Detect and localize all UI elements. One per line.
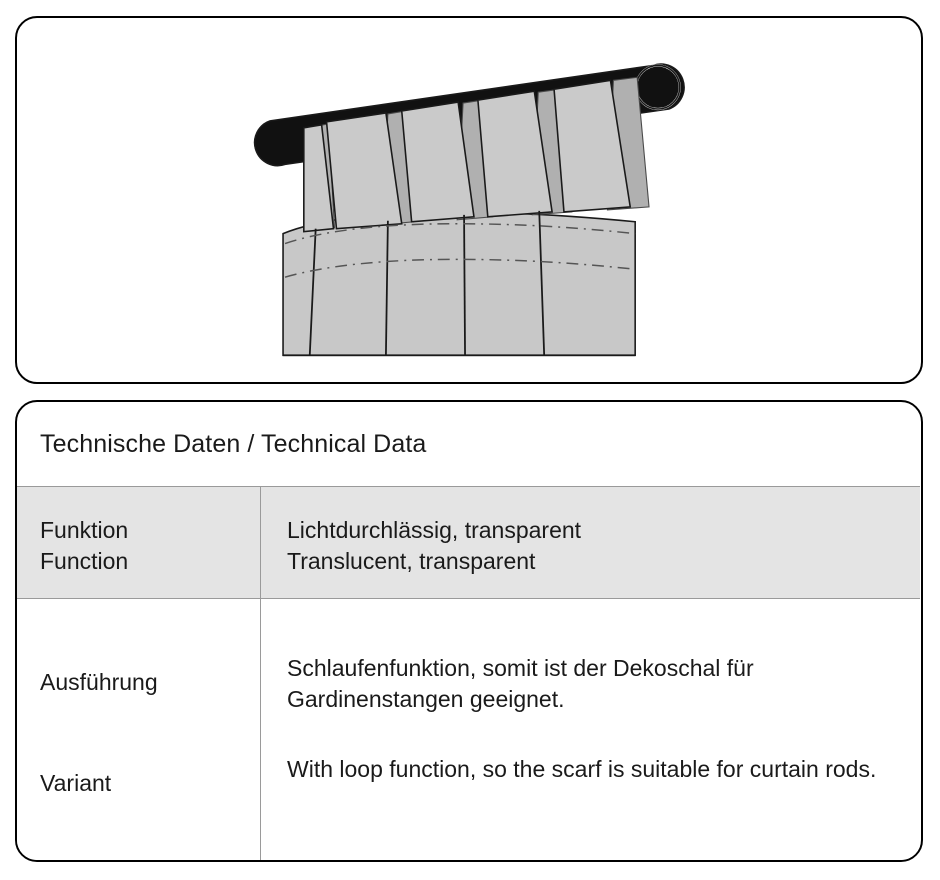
technical-data-table: Funktion Function Lichtdurchlässig, tran… [17, 486, 920, 860]
page-title: Technische Daten / Technical Data [40, 430, 427, 458]
technical-data-panel: Technische Daten / Technical Data Funkti… [15, 400, 923, 862]
table-cell-label: Ausführung Variant [17, 599, 260, 860]
loop-4 [477, 90, 553, 218]
row-label-de: Funktion [40, 517, 129, 543]
row-value-de: Schlaufenfunktion, somit ist der Dekosch… [287, 655, 754, 712]
row-value-de: Lichtdurchlässig, transparent [287, 517, 582, 543]
row-value-en: With loop function, so the scarf is suit… [287, 756, 877, 782]
row-label-en: Function [40, 548, 129, 574]
table-cell-value: Schlaufenfunktion, somit ist der Dekosch… [260, 599, 920, 860]
body-pleat-seams [308, 210, 546, 356]
loop-1 [303, 123, 335, 233]
table-row: Ausführung Variant Schlaufenfunktion, so… [17, 598, 920, 860]
curtain-diagram [253, 63, 685, 357]
curtain-loops [303, 79, 632, 233]
curtain-body [282, 211, 636, 357]
loop-2 [325, 112, 403, 230]
loop-3 [400, 101, 475, 223]
table-row: Funktion Function Lichtdurchlässig, tran… [17, 486, 920, 598]
loop-5 [553, 79, 632, 213]
curtain-loops-illustration [253, 63, 685, 357]
row-value-en: Translucent, transparent [287, 548, 536, 574]
row-label-en: Variant [40, 770, 112, 796]
row-label-de: Ausführung [40, 669, 158, 695]
table-cell-value: Lichtdurchlässig, transparent Translucen… [260, 487, 920, 598]
illustration-panel [15, 16, 923, 384]
body-seam-dashes [284, 222, 636, 278]
table-cell-label: Funktion Function [17, 487, 260, 598]
